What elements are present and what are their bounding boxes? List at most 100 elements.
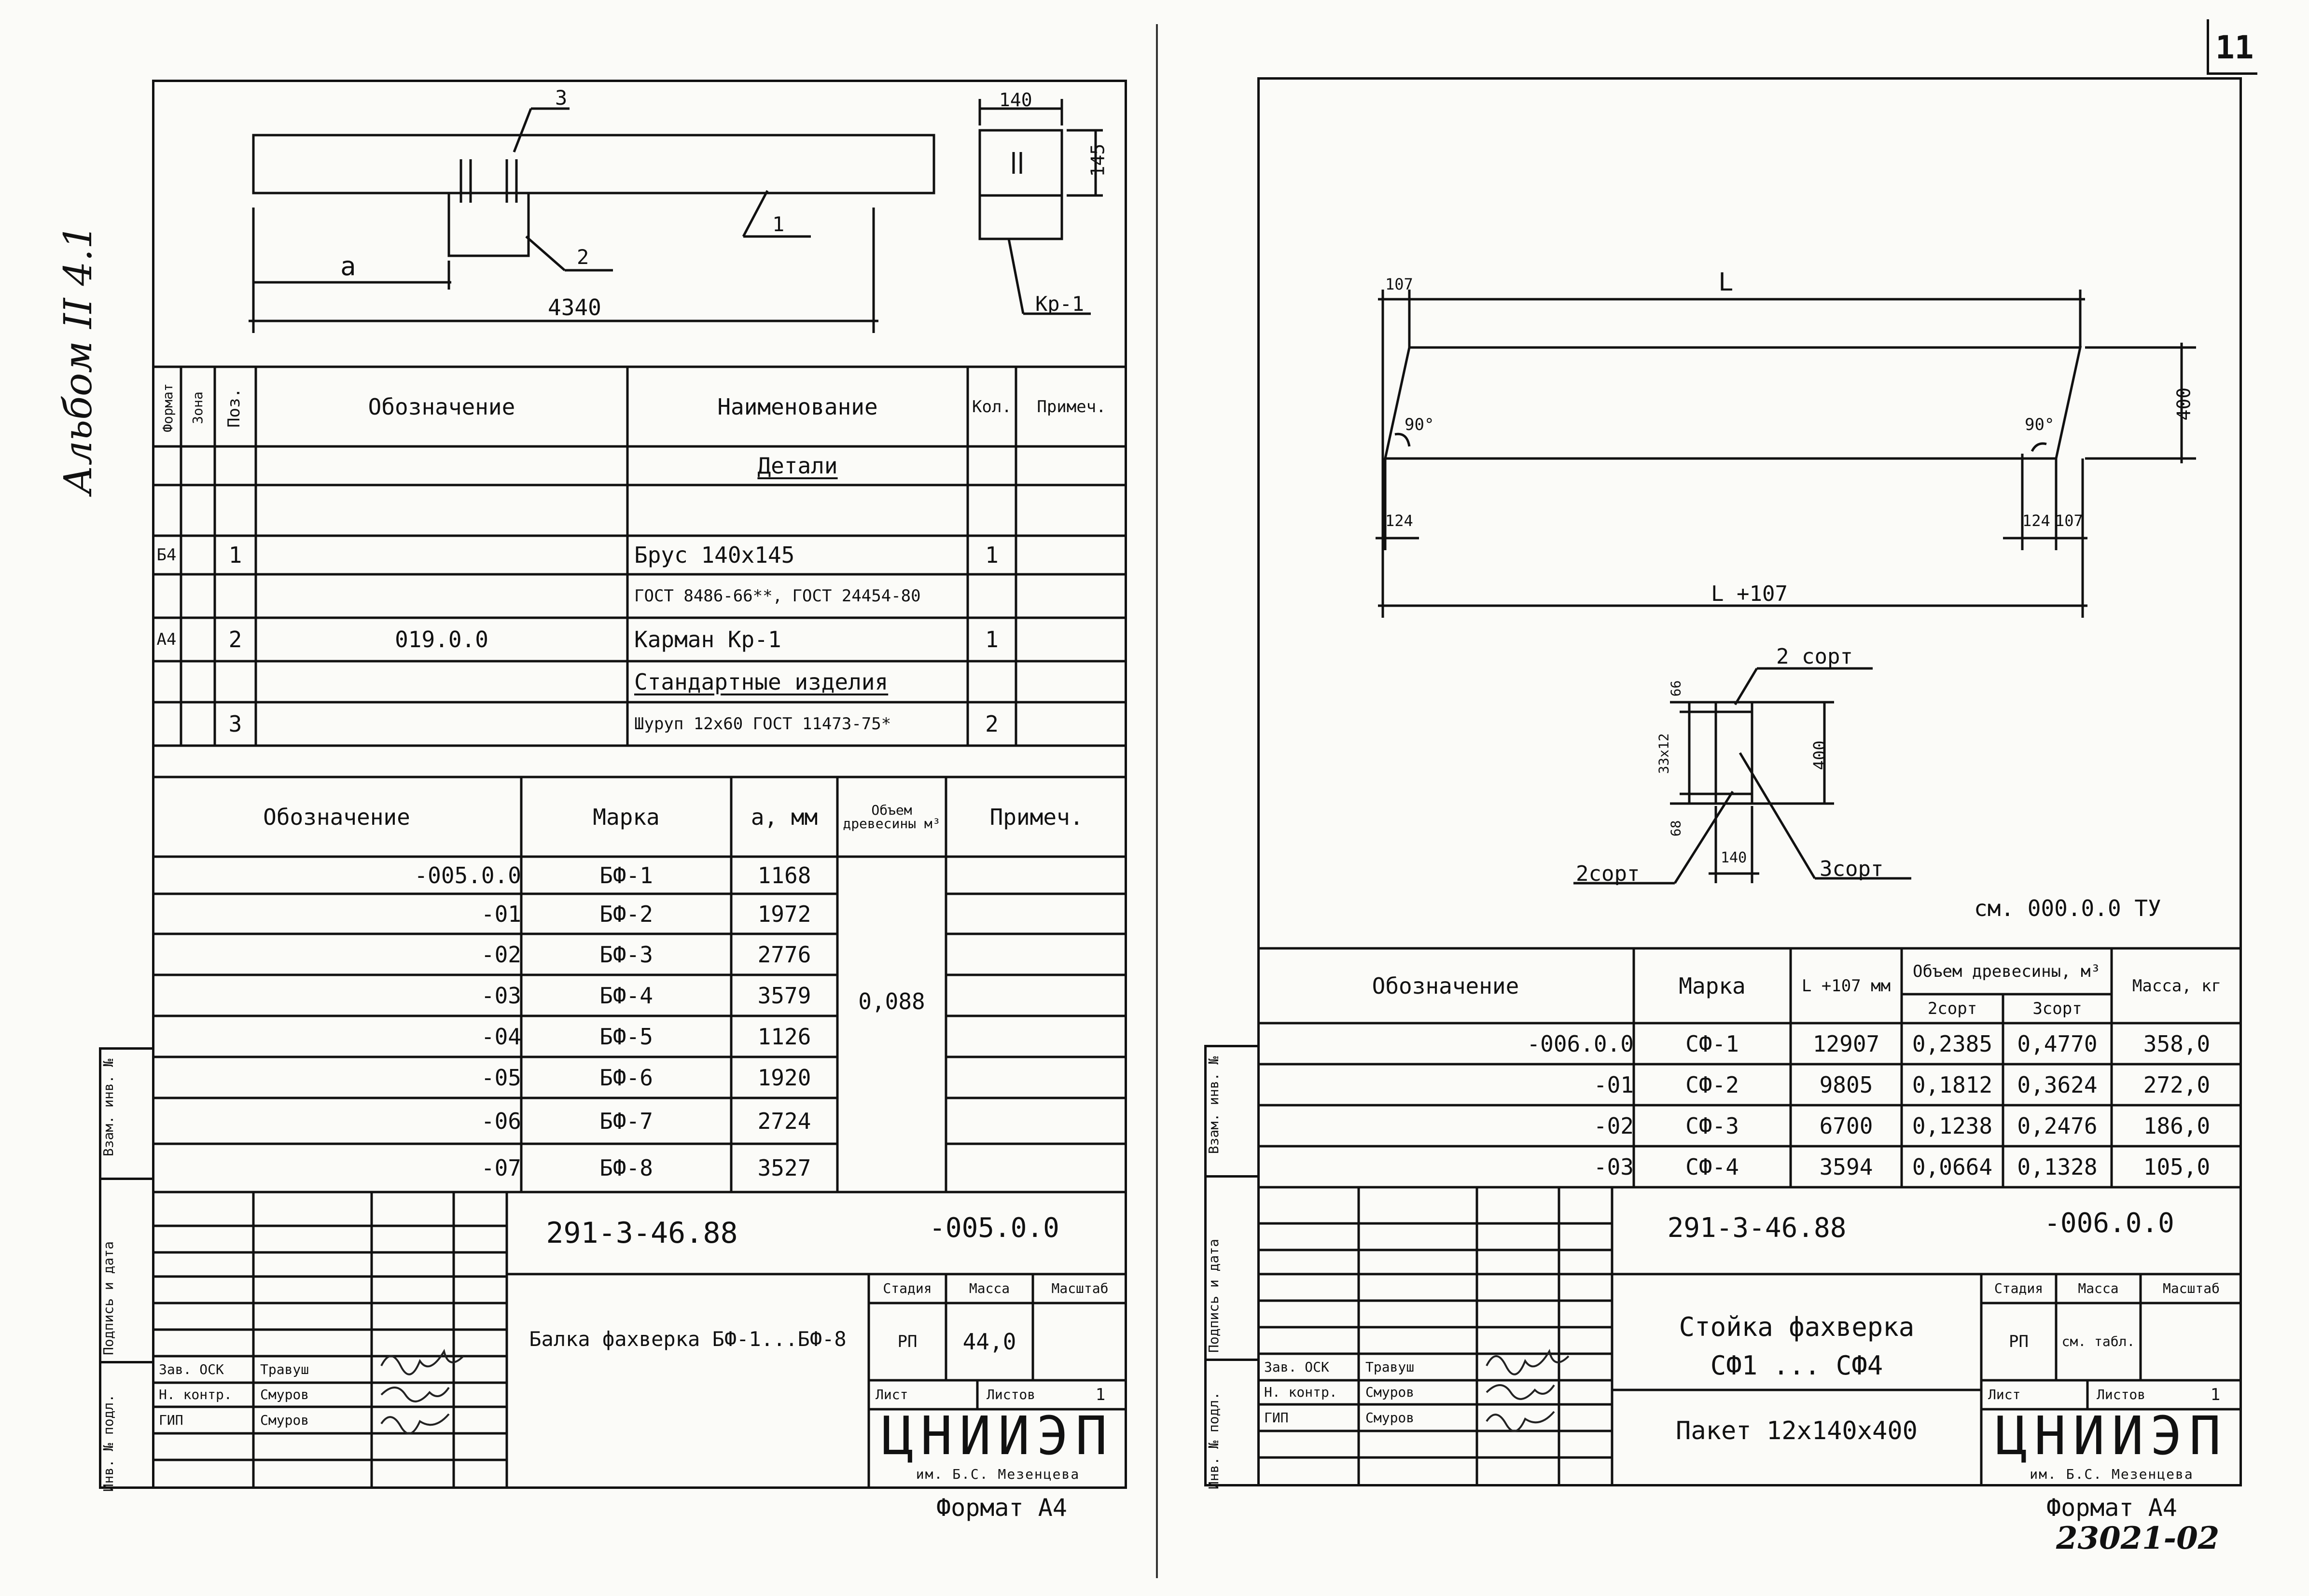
left-org-sub: им. Б.С. Мезенцева [916,1466,1080,1482]
dim-height-145: 145 [1087,143,1109,177]
section-label-top-grade: 2 сорт [1776,644,1853,669]
right-row-mass: 272,0 [2143,1071,2211,1098]
spec-reference: см. 000.0.0 ТУ [1974,895,2161,921]
marks-row-mark: БФ-1 [599,862,653,888]
marks-row-a: 1126 [757,1023,811,1050]
right-row-mark: СФ-3 [1685,1112,1739,1139]
right-person-name-2: Смуров [1365,1384,1415,1400]
right-doc-title-1: Стойка фахверка [1679,1312,1915,1342]
marks-row-a: 1168 [757,862,811,888]
right-row-designation: -03 [1593,1153,1634,1180]
marks-row-designation: -02 [481,941,521,968]
page-number: 11 [2215,29,2254,66]
right-row-mass: 358,0 [2143,1030,2211,1057]
left-mass-header: Масса [969,1280,1010,1296]
right-person-role-1: Зав. ОСК [1264,1359,1329,1375]
right-doc-subtitle: Пакет 12х140х400 [1676,1416,1918,1445]
left-side-strip-divider-2 [99,1361,152,1363]
marks-row-a: 3579 [757,982,811,1009]
right-doc-designation: -006.0.0 [2044,1207,2174,1239]
right-row-v2: 0,2385 [1912,1030,1993,1057]
right-dim-124-right: 124 [2022,512,2050,530]
right-row-v3: 0,1328 [2017,1153,2098,1180]
right-row-mark: СФ-1 [1685,1030,1739,1057]
right-header-volume: Объем древесины, м³ [1913,961,2100,981]
right-dim-124-left: 124 [1385,512,1413,530]
left-person-name-2: Смуров [260,1387,309,1402]
right-sheet-header: Лист [1988,1387,2021,1402]
marks-volume: 0,088 [858,988,925,1014]
right-row-length: 9805 [1819,1071,1873,1098]
section-label-bottom-grade: 2сорт [1576,861,1640,886]
spec-row-standard-heading: Стандартные изделия [634,668,889,695]
left-person-name-1: Травуш [260,1361,309,1377]
marks-row-mark: БФ-5 [599,1023,653,1050]
marks-row-designation: -04 [481,1023,521,1050]
right-row-v2: 0,1812 [1912,1071,1993,1098]
left-sheets-value: 1 [1095,1385,1106,1404]
spec-header-note: Примеч. [1037,397,1106,416]
left-format-label: Формат А4 [936,1494,1067,1522]
section-dim-33x12: 33x12 [1655,733,1672,774]
right-row-designation: -006.0.0 [1527,1030,1634,1057]
right-header-designation: Обозначение [1372,972,1519,999]
left-doc-code: 291-3-46.88 [546,1216,738,1250]
left-sheets-header: Листов [987,1387,1036,1402]
right-sheets-value: 1 [2210,1385,2221,1404]
left-mass-value: 44,0 [962,1329,1016,1355]
right-stage-header: Стадия [1994,1280,2044,1296]
left-doc-designation: -005.0.0 [929,1212,1059,1244]
right-side-strip-divider-2 [1204,1359,1257,1361]
spec-header-designation: Обозначение [368,393,515,420]
right-side-strip-divider-1 [1204,1175,1257,1178]
right-person-role-2: Н. контр. [1264,1384,1337,1400]
stamp-number: 23021-02 [2056,1520,2220,1556]
spec-row-2-name: Карман Кр-1 [634,626,781,652]
spec-row-2-designation: 019.0.0 [395,626,488,652]
marks-header-note: Примеч. [989,804,1084,830]
page-number-box [2207,19,2257,75]
spec-row-1-pos: 1 [228,542,242,568]
right-header-mark: Марка [1679,972,1746,999]
marks-row-designation: -07 [481,1155,521,1181]
dim-a: a [340,251,356,281]
left-scale-header: Масштаб [1051,1280,1109,1296]
marks-header-designation: Обозначение [263,804,410,830]
callout-3: 3 [555,86,568,110]
spec-row-3-pos: 3 [228,711,242,737]
spec-row-1-name: Брус 140х145 [634,542,795,568]
spec-row-gost: ГОСТ 8486-66**, ГОСТ 24454-80 [634,586,921,606]
right-row-mark: СФ-2 [1685,1071,1739,1098]
spec-row-2-pos: 2 [228,626,242,652]
right-person-role-3: ГИП [1264,1409,1289,1426]
right-row-length: 6700 [1819,1112,1873,1139]
right-row-v2: 0,1238 [1912,1112,1993,1139]
marks-row-mark: БФ-6 [599,1064,653,1091]
right-sheets-header: Листов [2097,1387,2146,1402]
spec-header-pos: Поз. [224,388,244,428]
right-row-designation: -02 [1593,1112,1634,1139]
left-stage-header: Стадия [883,1280,932,1296]
center-divider [1156,24,1158,1578]
right-doc-code: 291-3-46.88 [1667,1212,1847,1244]
callout-2: 2 [577,245,589,269]
right-org-name: ЦНИИЭП [1995,1405,2228,1467]
marks-row-mark: БФ-7 [599,1108,653,1134]
marks-row-a: 2724 [757,1108,811,1134]
right-header-grade2: 2сорт [1927,999,1977,1018]
right-row-mass: 186,0 [2143,1112,2211,1139]
right-dim-L: L [1718,268,1734,297]
right-header-grade3: 3сорт [2032,999,2082,1018]
marks-row-designation: -005.0.0 [414,862,521,888]
left-doc-title: Балка фахверка БФ-1...БФ-8 [529,1327,847,1351]
right-person-name-3: Смуров [1365,1409,1415,1426]
marks-row-designation: -03 [481,982,521,1009]
right-scale-header: Масштаб [2162,1280,2220,1296]
left-person-role-2: Н. контр. [159,1387,232,1402]
right-person-name-1: Травуш [1365,1359,1415,1375]
right-sheet-frame [1257,77,2242,1486]
marks-row-designation: -01 [481,901,521,927]
marks-row-mark: БФ-8 [599,1155,653,1181]
marks-row-designation: -06 [481,1108,521,1134]
right-stage-value: РП [2009,1332,2029,1351]
